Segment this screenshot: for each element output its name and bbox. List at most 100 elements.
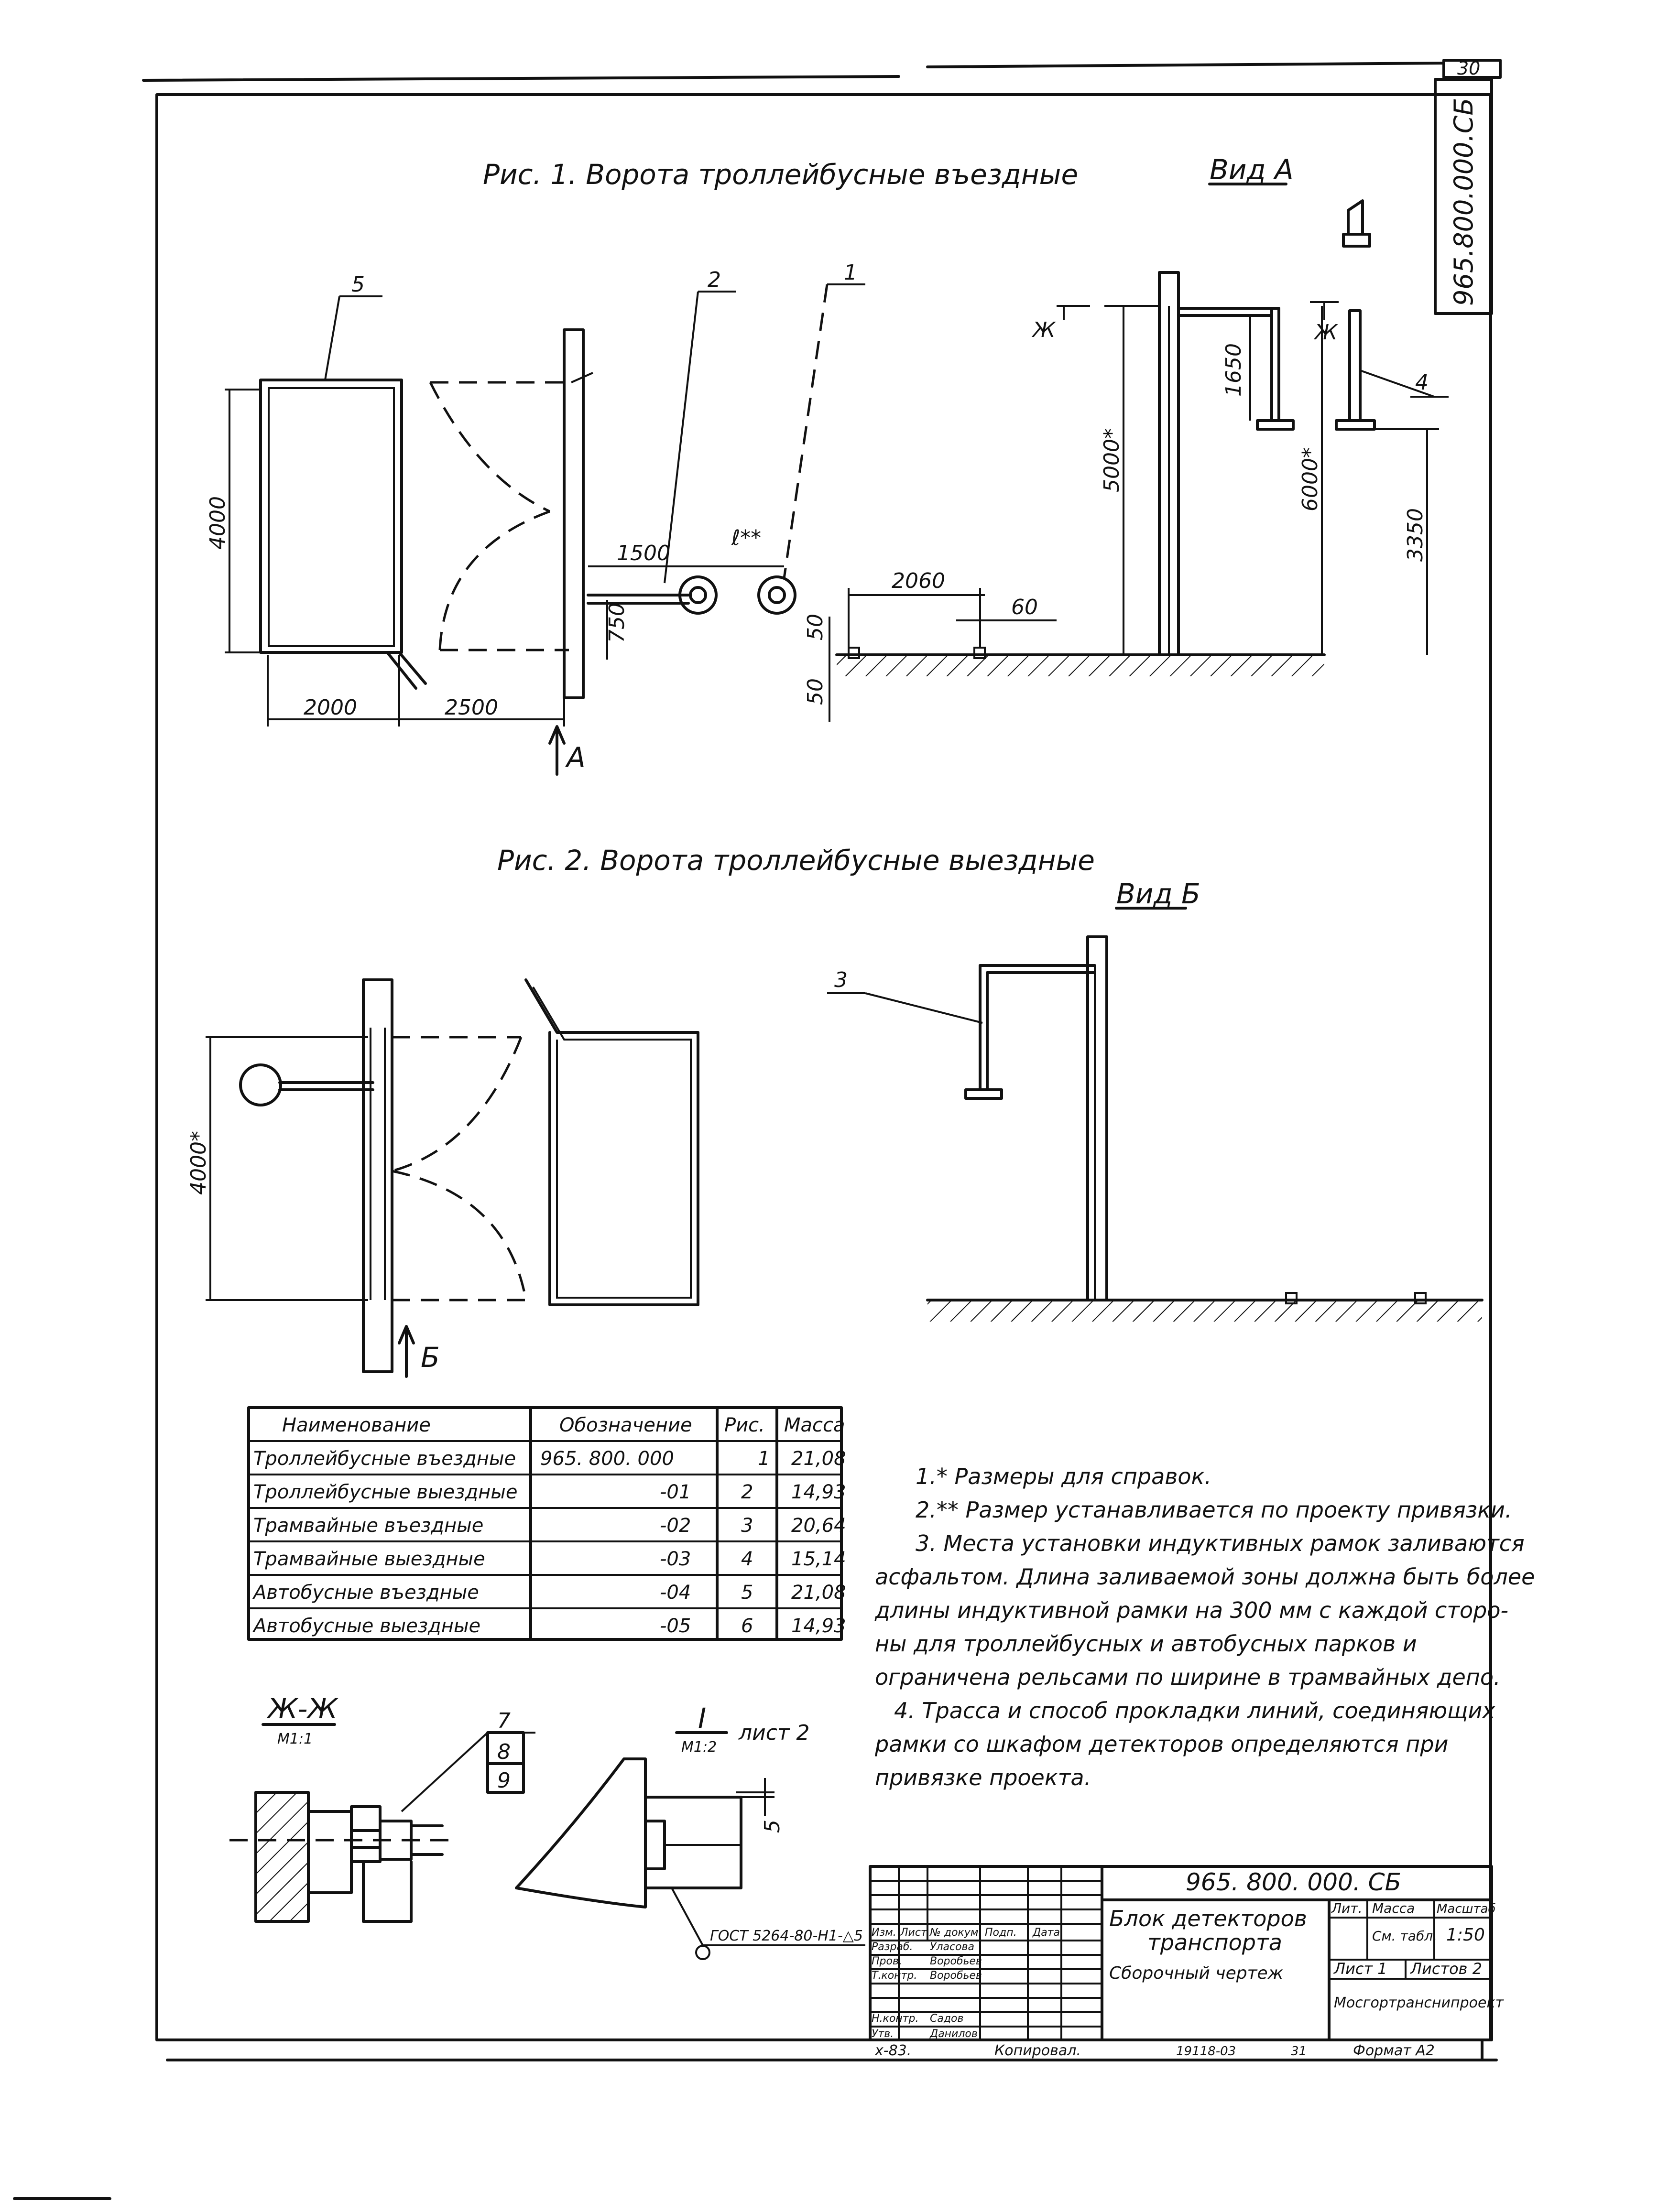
role-4-name: Садов — [930, 2013, 963, 2025]
spec-table-text: Наименование Обозначение Рис. Масса Трол… — [252, 1414, 846, 1637]
note-line-4: асфальтом. Длина заливаемой зоны должна … — [875, 1564, 1535, 1590]
section-zz-pos-7: 7 — [497, 1709, 511, 1733]
fig1-pos-1: 1 — [844, 260, 857, 285]
role-1-name: Уласова — [930, 1941, 974, 1953]
spec-row1-name: Троллейбусные въездные — [253, 1448, 516, 1470]
spec-row6-fig: 6 — [741, 1615, 753, 1637]
footer-left: х-83. — [874, 2042, 911, 2059]
fig1-zh-left: Ж — [1031, 318, 1056, 342]
fig1-pos-2: 2 — [708, 268, 721, 292]
spec-header-code: Обозначение — [559, 1414, 692, 1436]
spec-header-fig: Рис. — [724, 1414, 765, 1436]
title-org: Мосгортранснипроект — [1334, 1995, 1505, 2011]
note-line-6: ны для троллейбусных и автобусных парков… — [875, 1631, 1417, 1657]
fig1-dim-3350: 3350 — [1403, 508, 1428, 562]
spec-row2-fig: 2 — [741, 1481, 753, 1503]
spec-row4-fig: 4 — [741, 1548, 753, 1570]
fig2-drawing: Рис. 2. Ворота троллейбусные выездные Ви… — [186, 844, 1483, 1378]
title-doc-code: 965. 800. 000. СБ — [1186, 1868, 1401, 1896]
rev-header-izm: Изм. — [872, 1927, 896, 1939]
rev-header-sign: Подп. — [985, 1927, 1017, 1939]
fig2-pos-3: 3 — [834, 968, 848, 992]
spec-row3-name: Трамвайные въездные — [253, 1515, 483, 1537]
detail-i: I М1:2 лист 2 5 ГОСТ 5264-80-Н1-△5 — [515, 1702, 865, 1960]
note-line-3: 3. Места установки индуктивных рамок зал… — [916, 1530, 1525, 1556]
spec-row1-fig: 1 — [758, 1448, 770, 1470]
spec-row6-mass: 14,93 — [791, 1615, 846, 1637]
detail-i-sheet-ref: лист 2 — [738, 1721, 810, 1745]
note-line-10: привязке проекта. — [875, 1765, 1091, 1790]
role-3-title: Т.контр. — [872, 1970, 917, 1982]
spec-table — [247, 1406, 843, 1641]
fig1-pos-5: 5 — [351, 272, 365, 297]
title-mass-value: См. табл. — [1372, 1928, 1437, 1944]
notes: 1.* Размеры для справок. 2.** Размер уст… — [874, 1464, 1535, 1790]
title-name-line1: Блок детекторов — [1109, 1906, 1307, 1931]
title-block — [869, 1865, 1493, 2041]
fig2-dim-4000: 4000* — [186, 1131, 211, 1195]
spec-row2-code: -01 — [660, 1481, 691, 1503]
note-line-9: рамки со шкафом детекторов определяются … — [874, 1731, 1448, 1757]
role-2-name: Воробьев — [930, 1955, 982, 1967]
detail-i-dim-5: 5 — [760, 1820, 785, 1833]
footer-order: 19118-03 — [1176, 2044, 1236, 2059]
title-col-scale: Масштаб — [1437, 1902, 1496, 1916]
fig1-dim-2500: 2500 — [445, 695, 498, 720]
fig1-dim-6000: 6000* — [1298, 447, 1322, 511]
rev-header-date: Дата — [1032, 1927, 1060, 1939]
fig1-dim-4000: 4000 — [206, 496, 230, 550]
fig2-view-label: Вид Б — [1116, 878, 1200, 910]
spec-row5-mass: 21,08 — [791, 1582, 846, 1604]
section-zz-scale: М1:1 — [277, 1731, 313, 1747]
fig1-view-arrow-label: А — [565, 741, 586, 774]
role-4-title: Н.контр. — [872, 2013, 918, 2025]
footer-copied: Копировал. — [994, 2042, 1081, 2059]
role-5-title: Утв. — [872, 2028, 894, 2040]
spec-row1-mass: 21,08 — [791, 1448, 846, 1470]
note-line-7: ограничена рельсами по ширине в трамвайн… — [875, 1664, 1501, 1690]
spec-row4-name: Трамвайные выездные — [253, 1548, 485, 1570]
note-line-2: 2.** Размер устанавливается по проекту п… — [916, 1497, 1512, 1523]
spec-row4-mass: 15,14 — [791, 1548, 846, 1570]
spec-row3-mass: 20,64 — [791, 1515, 846, 1537]
section-zz-pos-9: 9 — [497, 1768, 511, 1793]
role-1-title: Разраб. — [872, 1941, 913, 1953]
fig1-dim-2060: 2060 — [892, 569, 945, 593]
fig1-dim-2000: 2000 — [304, 695, 357, 720]
sheet-code-vertical: 965.800.000.СБ — [1449, 98, 1479, 306]
fig1-dim-50b: 50 — [803, 678, 828, 705]
title-name-line2: транспорта — [1147, 1930, 1282, 1955]
fig1-zh-right: Ж — [1313, 320, 1338, 345]
note-line-8: 4. Трасса и способ прокладки линий, соед… — [894, 1698, 1495, 1724]
fig1-dim-60: 60 — [1011, 595, 1038, 619]
title-block-text: 965. 800. 000. СБ Блок детекторов трансп… — [872, 1868, 1505, 2040]
fig2-view-arrow-label: Б — [421, 1341, 440, 1374]
title-col-lit: Лит. — [1331, 1900, 1362, 1916]
fig1-dim-750: 750 — [605, 603, 629, 643]
section-zz-pos-8: 8 — [497, 1740, 511, 1764]
detail-i-title: I — [698, 1702, 706, 1735]
fig1-dim-50a: 50 — [803, 614, 828, 640]
spec-header-mass: Масса — [784, 1414, 845, 1436]
fig1-drawing: Рис. 1. Ворота троллейбусные въездные Ви… — [206, 153, 1449, 776]
fig1-view-label: Вид А — [1210, 153, 1294, 186]
title-sheet: Лист 1 — [1333, 1960, 1387, 1978]
fig1-title: Рис. 1. Ворота троллейбусные въездные — [483, 158, 1078, 191]
detail-i-scale: М1:2 — [681, 1739, 717, 1756]
fig1-dim-5000: 5000* — [1100, 428, 1124, 492]
spec-row5-name: Автобусные въездные — [252, 1582, 479, 1604]
fig1-dim-1650: 1650 — [1222, 343, 1246, 397]
title-col-mass: Масса — [1372, 1900, 1415, 1916]
footer-format: Формат А2 — [1353, 2042, 1435, 2059]
title-sheets: Листов 2 — [1410, 1960, 1482, 1978]
spec-row6-name: Автобусные выездные — [252, 1615, 480, 1637]
spec-row6-code: -05 — [660, 1615, 691, 1637]
spec-row3-fig: 3 — [741, 1515, 753, 1537]
spec-row2-name: Троллейбусные выездные — [253, 1481, 517, 1503]
title-doc-type: Сборочный чертеж — [1109, 1963, 1284, 1983]
rev-header-list: Лист — [900, 1927, 927, 1939]
role-3-name: Воробьев — [930, 1970, 982, 1982]
sheet-frame — [142, 59, 1502, 2061]
role-5-name: Данилов — [929, 2028, 978, 2040]
